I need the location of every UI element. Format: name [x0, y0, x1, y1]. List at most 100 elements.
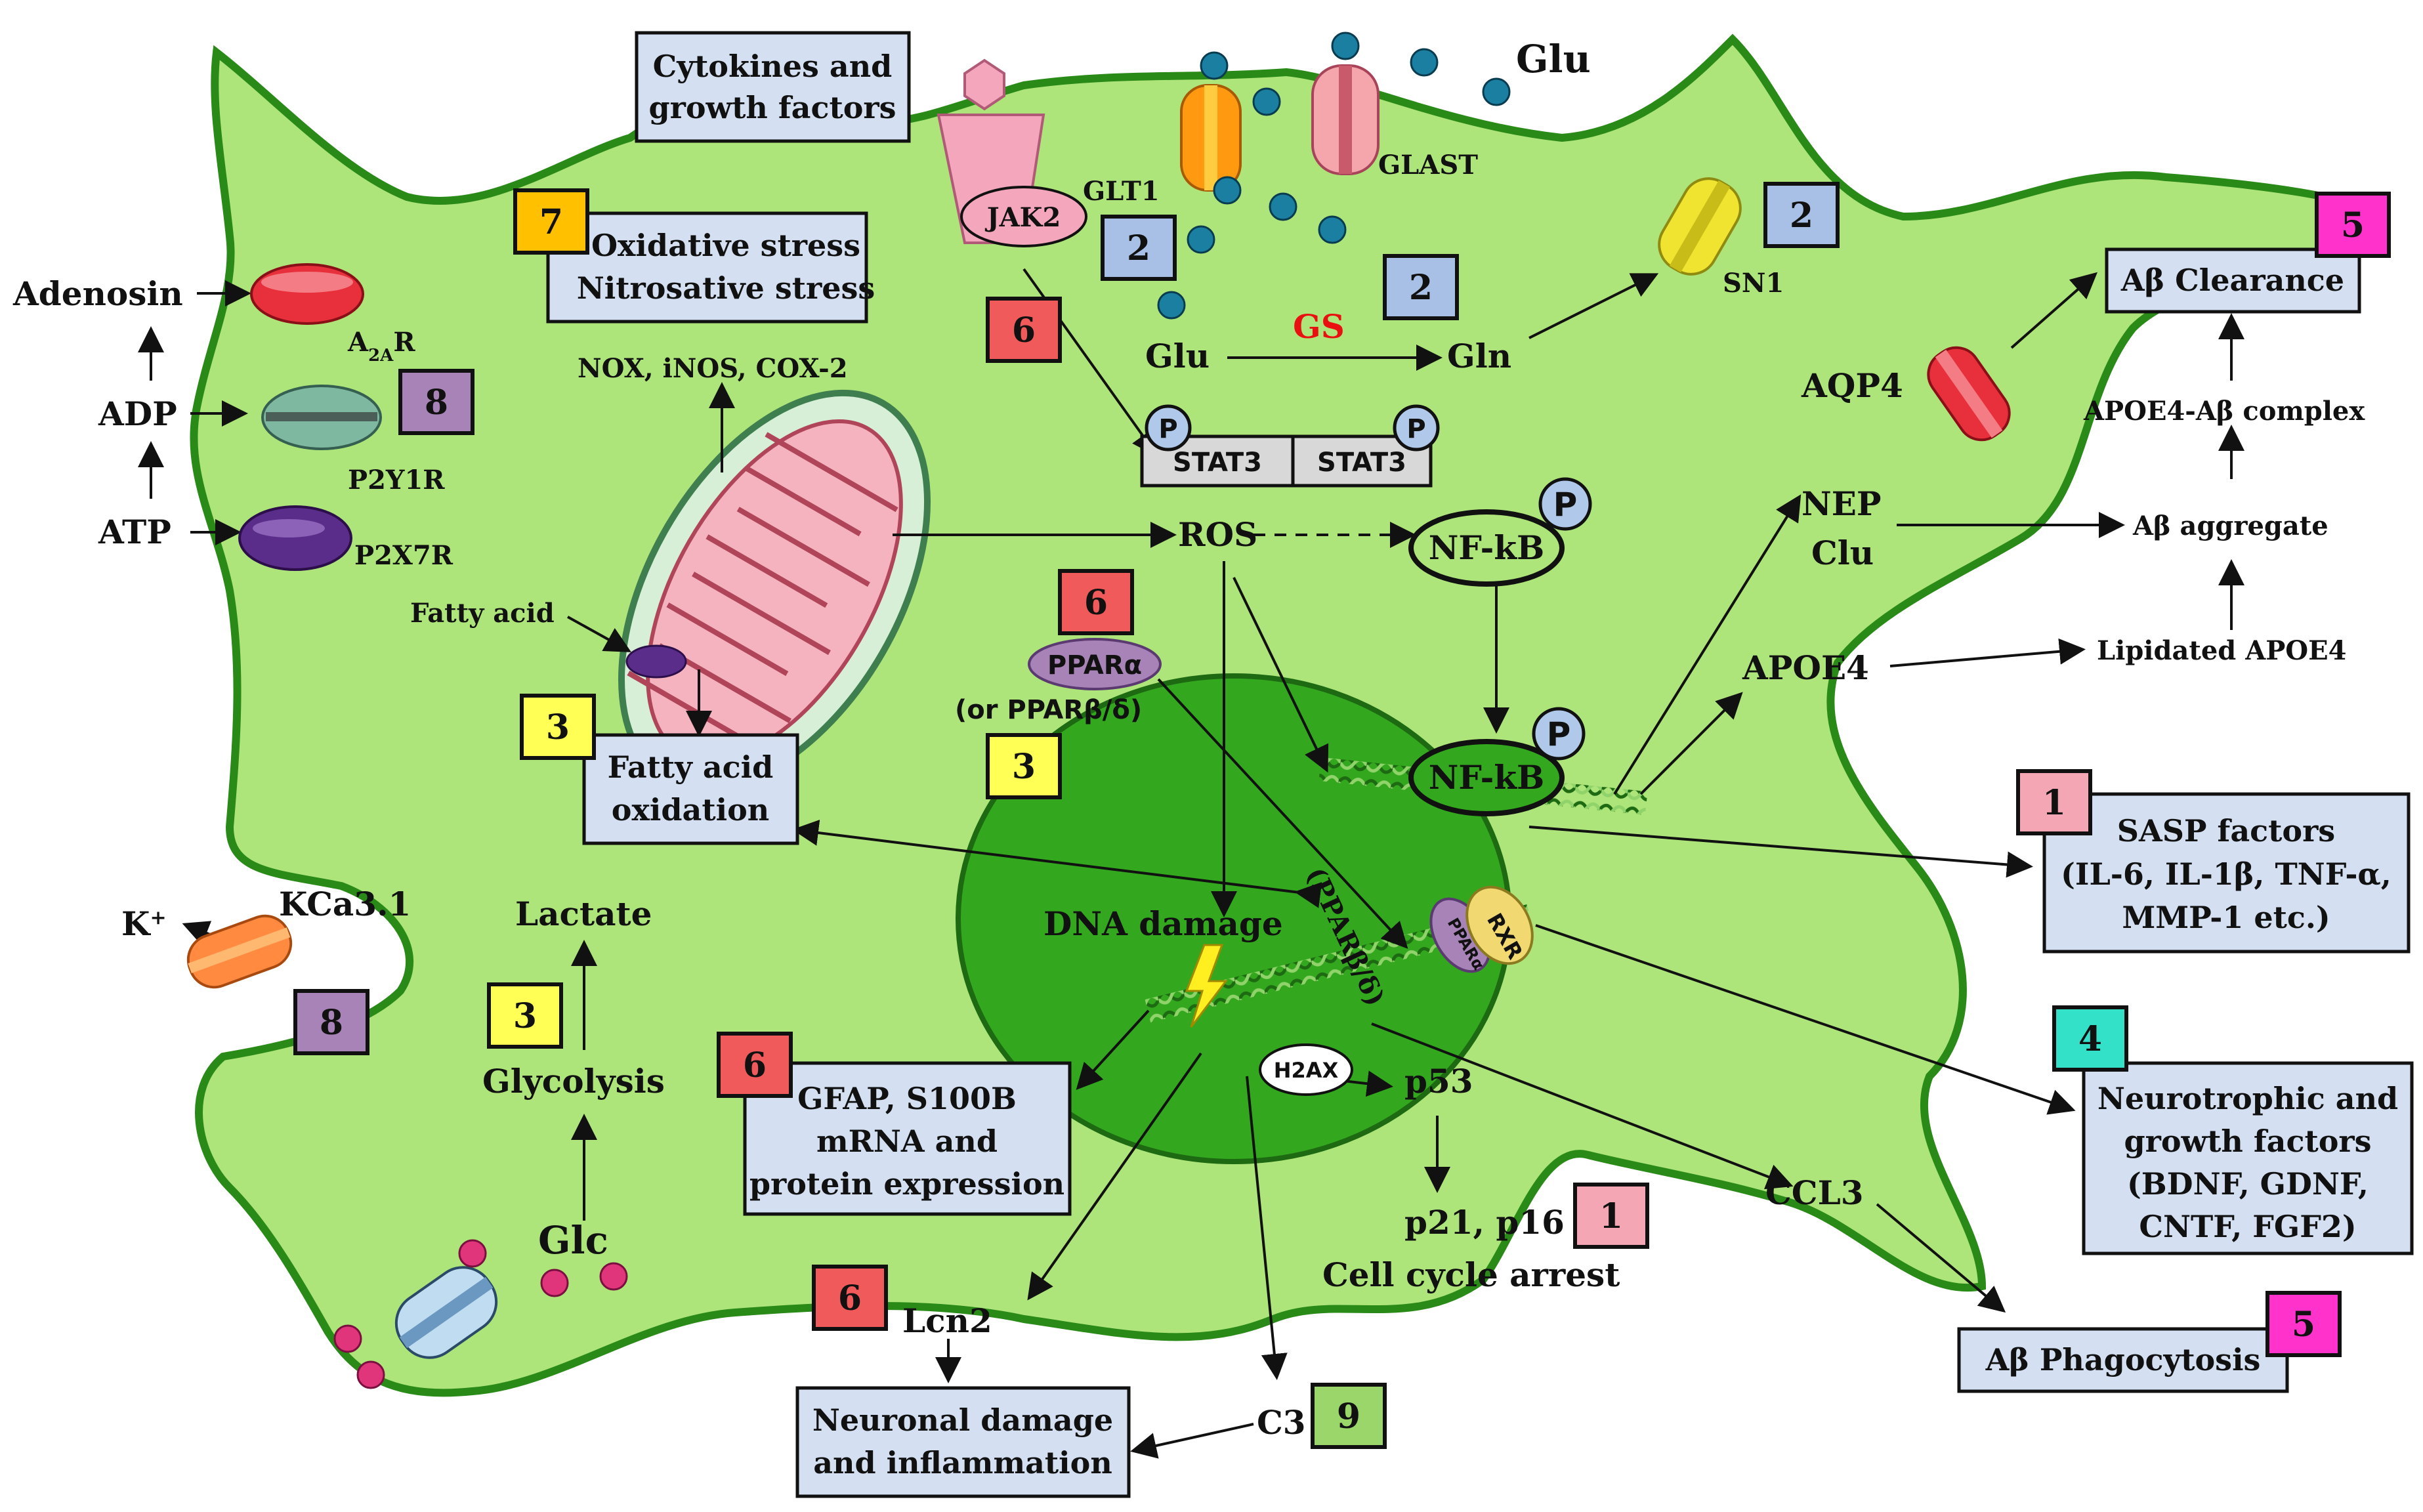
- stat3-a-label: STAT3: [1173, 448, 1262, 478]
- lactate-label: Lactate: [515, 894, 652, 933]
- oxidative-stress-box: Oxidative stress Nitrosative stress: [546, 211, 875, 324]
- a2ar-label: A2AR: [347, 327, 415, 366]
- neurotrophic-line-2: growth factors: [2124, 1124, 2371, 1159]
- stat3-p-a: P: [1158, 414, 1177, 444]
- h2ax-node: H2AX: [1259, 1043, 1353, 1096]
- p21-p16-label: p21, p16: [1404, 1203, 1565, 1242]
- glu-label: Glu: [1145, 337, 1210, 375]
- badge-6-ppar: 6: [1058, 569, 1134, 635]
- ppara-label: PPARα: [1047, 650, 1142, 681]
- a2ar-receptor: [250, 263, 364, 325]
- gfap-box: GFAP, S100B mRNA and protein expression: [743, 1061, 1072, 1216]
- svg-text:1: 1: [2042, 783, 2066, 823]
- h2ax-label: H2AX: [1274, 1058, 1339, 1083]
- glu-top-label: Glu: [1516, 37, 1591, 81]
- p2y1r-label: P2Y1R: [348, 465, 445, 495]
- sasp-box: SASP factors (IL-6, IL-1β, TNF-α, MMP-1 …: [2042, 792, 2411, 954]
- ab-aggregate-label: Aβ aggregate: [2132, 511, 2328, 541]
- svg-text:6: 6: [1012, 310, 1036, 350]
- lightning-bolt-icon: [1185, 944, 1229, 1028]
- p53-label: p53: [1404, 1062, 1473, 1101]
- lcn2-label: Lcn2: [902, 1301, 992, 1340]
- gs-label: GS: [1293, 307, 1345, 346]
- kca31-channel: [186, 914, 293, 989]
- nfkb-nuclear: NF-kB P: [1408, 707, 1586, 816]
- badge-1-sasp: 1: [2016, 769, 2092, 835]
- glast-label: GLAST: [1378, 150, 1478, 180]
- neuronal-line-2: and inflammation: [813, 1445, 1112, 1480]
- ab-clearance-box: Aβ Clearance: [2105, 247, 2361, 314]
- sasp-line-1: SASP factors: [2117, 813, 2335, 849]
- gln-label: Gln: [1447, 337, 1511, 375]
- aqp4-channel: [1927, 346, 2011, 442]
- jak2-node: [960, 186, 1087, 247]
- oxidative-line-1: Oxidative stress: [591, 228, 860, 263]
- clu-label: Clu: [1811, 534, 1874, 572]
- adp-label: ADP: [98, 394, 177, 433]
- c3-label: C3: [1257, 1403, 1306, 1442]
- sn1-transporter: [1658, 177, 1742, 276]
- badge-5-clearance: 5: [2315, 192, 2391, 258]
- neuronal-damage-box: Neuronal damage and inflammation: [795, 1386, 1131, 1498]
- svg-text:4: 4: [2078, 1019, 2102, 1059]
- ccl3-label: CCL3: [1765, 1173, 1864, 1212]
- badge-2-gs: 2: [1383, 254, 1459, 320]
- svg-text:2: 2: [1409, 268, 1433, 308]
- svg-text:1: 1: [1599, 1196, 1623, 1236]
- glycolysis-label: Glycolysis: [482, 1062, 665, 1101]
- nfkb-cyto-label: NF-kB: [1429, 528, 1545, 567]
- glc-label: Glc: [538, 1218, 608, 1263]
- nfkb-nuc-label: NF-kB: [1429, 758, 1545, 797]
- badge-1-p21: 1: [1573, 1183, 1649, 1249]
- stat3-dimer: STAT3 STAT3 P P: [1140, 404, 1440, 488]
- gfap-line-2: mRNA and: [816, 1124, 998, 1159]
- badge-9-c3: 9: [1311, 1383, 1387, 1449]
- nox-label: NOX, iNOS, COX-2: [578, 353, 848, 384]
- apoe4-ab-complex-label: APOE4-Aβ complex: [2083, 396, 2365, 427]
- glt1-label: GLT1: [1083, 176, 1160, 207]
- or-ppar-label: (or PPARβ/δ): [955, 695, 1142, 725]
- glast-transporter: [1311, 64, 1380, 175]
- neurotrophic-line-4: CNTF, FGF2): [2139, 1209, 2356, 1244]
- gfap-line-3: protein expression: [749, 1166, 1064, 1202]
- cell-cycle-arrest-label: Cell cycle arrest: [1322, 1255, 1620, 1294]
- badge-3-ppar: 3: [986, 733, 1062, 799]
- glucose-transporter: [394, 1266, 498, 1359]
- lipidated-apoe4-label: Lipidated APOE4: [2097, 635, 2346, 666]
- fatty-acid-oxidation-box: Fatty acid oxidation: [582, 733, 799, 845]
- svg-text:6: 6: [1084, 583, 1108, 623]
- svg-text:5: 5: [2341, 205, 2365, 245]
- nep-label: NEP: [1801, 484, 1881, 523]
- p2y1r-receptor: [261, 385, 382, 450]
- cytokines-box: Cytokines and growth factors: [635, 31, 911, 143]
- ab-clearance-label: Aβ Clearance: [2120, 262, 2344, 298]
- cytokines-line-2: growth factors: [648, 90, 896, 125]
- nfkb-cytoplasmic: NF-kB P: [1408, 477, 1592, 587]
- stat3-p-b: P: [1406, 414, 1425, 444]
- svg-text:8: 8: [320, 1003, 343, 1043]
- svg-text:3: 3: [513, 996, 537, 1036]
- atp-label: ATP: [98, 513, 171, 551]
- ppara-node: PPARα: [1028, 638, 1162, 690]
- svg-text:2: 2: [1790, 196, 1813, 236]
- adenosin-label: Adenosin: [12, 274, 183, 313]
- svg-text:5: 5: [2292, 1305, 2315, 1345]
- badge-4-neuro: 4: [2052, 1005, 2128, 1072]
- svg-text:6: 6: [838, 1278, 862, 1318]
- cytokines-line-1: Cytokines and: [653, 49, 893, 84]
- badge-8-p2y: 8: [398, 369, 474, 435]
- sasp-line-3: MMP-1 etc.): [2122, 900, 2330, 935]
- rxr-ppar-complex: RXR PPARα: [1429, 885, 1534, 973]
- stat3-b-label: STAT3: [1317, 448, 1406, 478]
- glucose-particles: [333, 1239, 628, 1389]
- neuronal-line-1: Neuronal damage: [812, 1402, 1113, 1438]
- sn1-label: SN1: [1723, 268, 1784, 299]
- badge-2-glt: 2: [1101, 215, 1177, 281]
- arrows: [138, 268, 2244, 1459]
- glt1-transporter: [1180, 84, 1242, 192]
- gfap-line-1: GFAP, S100B: [797, 1081, 1017, 1116]
- apoe4-label: APOE4: [1742, 648, 1869, 687]
- badge-8-kca: 8: [293, 989, 369, 1055]
- badge-2-sn1: 2: [1763, 182, 1840, 248]
